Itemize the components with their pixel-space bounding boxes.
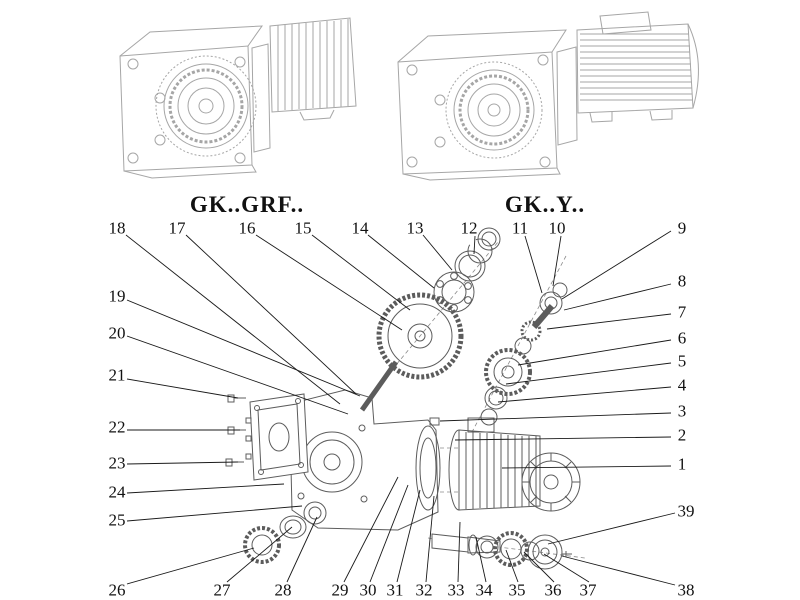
- callout-9: 9: [677, 218, 687, 238]
- lock-ring: [480, 408, 498, 426]
- bevel-pinion-group: [480, 282, 568, 426]
- seal-ring: [477, 227, 501, 251]
- gearbox-drawing-grf: [119, 17, 357, 179]
- small-bearing: [303, 501, 327, 525]
- bevel-pinion: [520, 320, 542, 342]
- callout-11: 11: [511, 218, 529, 238]
- motor: [448, 417, 581, 512]
- toothed-washer: [243, 526, 281, 564]
- callout-3: 3: [677, 401, 687, 421]
- callout-2: 2: [677, 425, 687, 445]
- callout-30: 30: [359, 580, 377, 600]
- callout-22: 22: [108, 417, 126, 437]
- callout-29: 29: [331, 580, 349, 600]
- callout-21: 21: [108, 365, 126, 385]
- gear-washer: [484, 386, 508, 410]
- leader-lines: [125, 230, 676, 586]
- callout-27: 27: [213, 580, 231, 600]
- callout-5: 5: [677, 351, 687, 371]
- callout-10: 10: [548, 218, 566, 238]
- callout-13: 13: [406, 218, 424, 238]
- callout-18: 18: [108, 218, 126, 238]
- bolt-1: [227, 394, 246, 403]
- callout-36: 36: [544, 580, 562, 600]
- terminal-box: [467, 417, 495, 433]
- callout-23: 23: [108, 453, 126, 473]
- output-shaft: [431, 533, 469, 553]
- callout-26: 26: [108, 580, 126, 600]
- pinion-bearing: [539, 291, 563, 315]
- bolt-2: [227, 426, 246, 435]
- exploded-view: [225, 227, 586, 570]
- cover-plate-group: [225, 393, 309, 481]
- callout-33: 33: [447, 580, 465, 600]
- output-bearing: [475, 535, 499, 559]
- input-shaft: [359, 360, 399, 412]
- callout-35: 35: [508, 580, 526, 600]
- callout-6: 6: [677, 328, 687, 348]
- pinion-washer: [514, 337, 532, 355]
- cover-plate: [249, 393, 309, 481]
- callout-12: 12: [460, 218, 478, 238]
- output-gear: [493, 531, 529, 567]
- retaining-ring: [552, 282, 568, 298]
- callout-19: 19: [108, 286, 126, 306]
- callout-20: 20: [108, 323, 126, 343]
- callout-4: 4: [677, 375, 687, 395]
- bevel-gear: [484, 348, 532, 396]
- spacer-ring: [454, 250, 486, 282]
- end-disc: [527, 534, 563, 570]
- callout-39: 39: [677, 501, 695, 521]
- callout-15: 15: [294, 218, 312, 238]
- o-ring: [279, 515, 307, 539]
- vent-plug: [429, 417, 440, 426]
- helical-gear: [376, 292, 464, 380]
- snap-ring: [467, 238, 493, 264]
- callout-32: 32: [415, 580, 433, 600]
- callout-7: 7: [677, 302, 687, 322]
- callout-28: 28: [274, 580, 292, 600]
- output-shaft-group: [431, 531, 572, 570]
- variant-title-grf: GK..GRF..: [189, 192, 305, 217]
- callout-14: 14: [351, 218, 369, 238]
- callout-38: 38: [677, 580, 695, 600]
- callout-17: 17: [168, 218, 186, 238]
- callout-25: 25: [108, 510, 126, 530]
- callout-1: 1: [677, 454, 687, 474]
- lower-left-rings: [243, 501, 327, 564]
- gearbox-drawing-y: [397, 11, 699, 181]
- callout-37: 37: [579, 580, 597, 600]
- callout-34: 34: [475, 580, 493, 600]
- callout-8: 8: [677, 271, 687, 291]
- end-screw: [562, 551, 572, 557]
- callout-31: 31: [386, 580, 404, 600]
- bearing-outer: [433, 271, 475, 313]
- callout-24: 24: [108, 482, 126, 502]
- spacer: [468, 534, 478, 556]
- variant-title-y: GK..Y..: [504, 192, 586, 217]
- callout-16: 16: [238, 218, 256, 238]
- upper-gear-train: [376, 227, 501, 380]
- housing: [289, 360, 441, 531]
